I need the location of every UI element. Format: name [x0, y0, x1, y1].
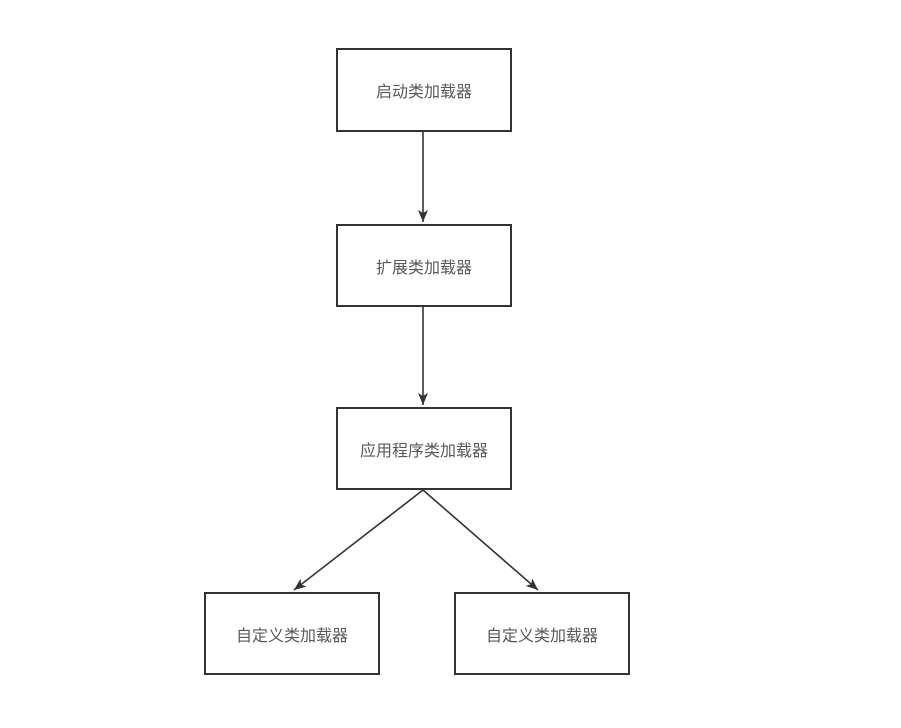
edge-application-classloader-to-custom-classloader-right [422, 489, 539, 591]
node-label: 扩展类加载器 [375, 259, 472, 277]
node-extension-classloader: 扩展类加载器 [336, 224, 512, 307]
edge-application-classloader-to-custom-classloader-left [293, 489, 424, 591]
node-custom-classloader-left: 自定义类加载器 [204, 592, 380, 675]
node-label: 自定义类加载器 [485, 627, 598, 645]
edge-group [293, 132, 539, 591]
node-label: 应用程序类加载器 [359, 442, 488, 460]
node-label: 启动类加载器 [375, 84, 472, 101]
node-bootstrap-classloader: 启动类加载器 [336, 48, 512, 132]
node-application-classloader: 应用程序类加载器 [336, 407, 512, 490]
node-custom-classloader-right: 自定义类加载器 [454, 592, 630, 675]
node-label: 自定义类加载器 [235, 627, 348, 645]
